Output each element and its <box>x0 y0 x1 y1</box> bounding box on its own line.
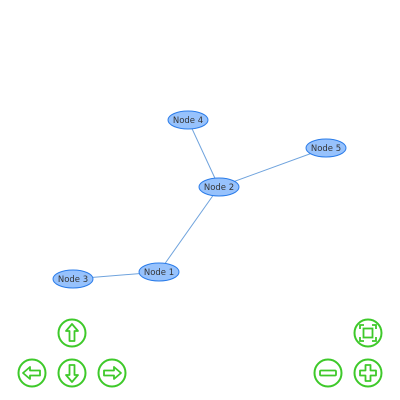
arrow-up-icon <box>57 318 87 348</box>
node-shape[interactable] <box>305 138 347 158</box>
node-label: Node 3 <box>58 275 88 285</box>
right-button[interactable] <box>97 358 127 388</box>
left-button[interactable] <box>17 358 47 388</box>
node-label: Node 2 <box>204 183 234 193</box>
node-5[interactable]: Node 5 <box>305 138 347 158</box>
node-2[interactable]: Node 2 <box>198 177 240 197</box>
edge-node-2-node-5[interactable] <box>218 147 327 188</box>
edge-node-1-node-2[interactable] <box>158 186 220 273</box>
zoom-extents-icon <box>353 318 383 348</box>
node-label: Node 4 <box>173 116 203 126</box>
fit-button[interactable] <box>353 318 383 348</box>
minus-icon <box>313 358 343 388</box>
up-button[interactable] <box>57 318 87 348</box>
node-4[interactable]: Node 4 <box>167 110 209 130</box>
nodes-layer: Node 1 Node 2 Node 3 Node 4 Node 5 <box>52 110 347 289</box>
node-3[interactable]: Node 3 <box>52 269 94 289</box>
edge-node-2-node-4[interactable] <box>187 119 220 188</box>
arrow-down-icon <box>57 358 87 388</box>
edges-layer <box>72 119 327 280</box>
node-shape[interactable] <box>198 177 240 197</box>
arrow-right-icon <box>97 358 127 388</box>
arrow-left-icon <box>17 358 47 388</box>
plus-icon <box>353 358 383 388</box>
node-label: Node 1 <box>144 268 174 278</box>
node-1[interactable]: Node 1 <box>138 262 180 282</box>
node-label: Node 5 <box>311 144 341 154</box>
node-shape[interactable] <box>52 269 94 289</box>
zoom-out-button[interactable] <box>313 358 343 388</box>
zoom-in-button[interactable] <box>353 358 383 388</box>
down-button[interactable] <box>57 358 87 388</box>
node-shape[interactable] <box>138 262 180 282</box>
node-shape[interactable] <box>167 110 209 130</box>
